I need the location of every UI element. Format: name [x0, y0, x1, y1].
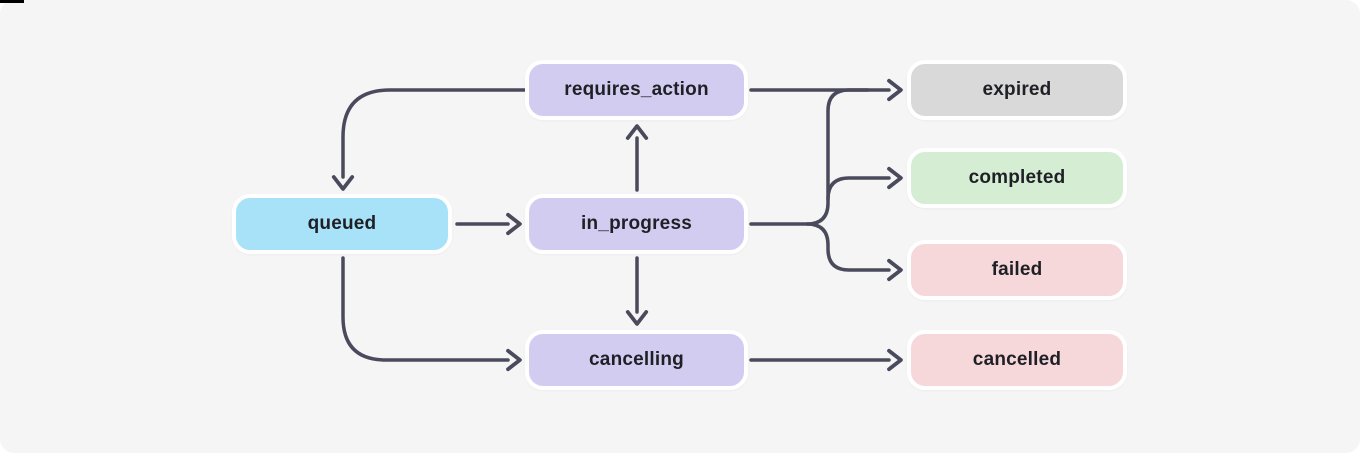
- node-queued-label: queued: [307, 213, 377, 234]
- top-left-artifact-bar: [0, 0, 24, 3]
- node-cancelled-label: cancelled: [972, 349, 1062, 370]
- edge-in_progress-to-completed: [826, 166, 903, 201]
- node-in-progress: in_progress: [525, 194, 748, 254]
- node-completed: completed: [907, 148, 1127, 208]
- node-expired-label: expired: [982, 79, 1052, 100]
- node-completed-label: completed: [968, 167, 1066, 188]
- node-cancelled: cancelled: [907, 330, 1127, 390]
- node-cancelling: cancelling: [525, 330, 748, 390]
- node-queued: queued: [232, 194, 452, 254]
- edge-requires_action-to-queued: [331, 88, 527, 191]
- node-expired: expired: [907, 60, 1127, 120]
- node-requires-action-label: requires_action: [564, 79, 709, 100]
- edge-in_progress-to-failed: [805, 222, 903, 282]
- node-requires-action: requires_action: [525, 60, 748, 120]
- node-failed: failed: [907, 240, 1127, 300]
- edge-in_progress-to-expired: [749, 88, 870, 226]
- node-failed-label: failed: [991, 259, 1043, 280]
- node-cancelling-label: cancelling: [589, 349, 684, 370]
- edge-queued-to-cancelling: [341, 256, 522, 372]
- node-in-progress-label: in_progress: [581, 213, 692, 234]
